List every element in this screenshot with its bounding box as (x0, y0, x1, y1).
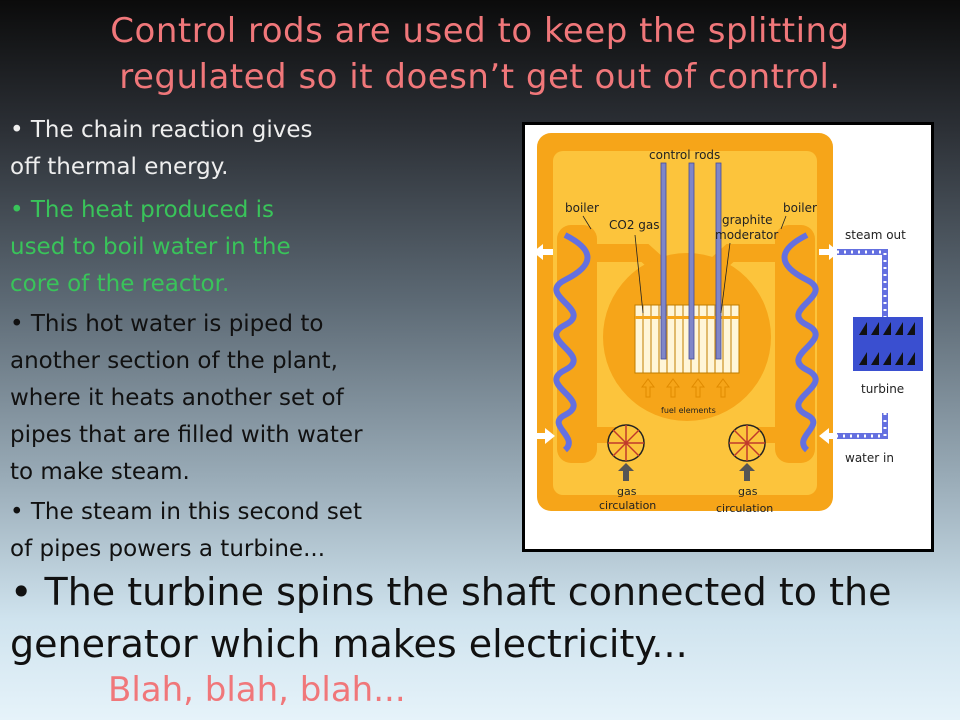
label-control-rods: control rods (649, 148, 720, 162)
boiler-left (557, 225, 597, 463)
fuel-flow-arrows (641, 378, 730, 398)
bullet-heat-produced: • The heat produced is used to boil wate… (10, 192, 291, 303)
steam-pipe (837, 249, 888, 317)
label-gas-right: gas (738, 485, 758, 498)
bullet-line: another section of the plant, (10, 348, 338, 374)
boiler-right (775, 225, 815, 463)
fan-right (728, 424, 766, 462)
label-turbine: turbine (861, 382, 904, 396)
fan-left (607, 424, 645, 462)
label-water-in: water in (845, 451, 894, 465)
label-graphite: graphite (722, 213, 773, 227)
bullet-hot-water: • This hot water is piped to another sec… (10, 306, 363, 491)
bullet-line: • This hot water is piped to (10, 311, 324, 337)
bullet-line: • The chain reaction gives (10, 117, 313, 143)
bullet-line: where it heats another set of (10, 385, 344, 411)
bullet-line: to make steam. (10, 459, 190, 485)
label-steam-out: steam out (845, 228, 906, 242)
water-pipe (837, 413, 888, 439)
label-fuel-elements: fuel elements (661, 406, 716, 415)
bullet-line: pipes that are filled with water (10, 422, 363, 448)
label-co2-gas: CO2 gas (609, 218, 660, 232)
reactor-diagram-svg: control rods boiler CO2 gas graphite mod… (533, 133, 923, 515)
boiler-arrows (533, 244, 839, 444)
turbine-bullet-line-2: generator which makes electricity... (10, 622, 688, 666)
title-line-2: regulated so it doesn’t get out of contr… (119, 57, 841, 97)
slide-title: Control rods are used to keep the splitt… (0, 8, 960, 100)
turbine-icon (853, 317, 923, 371)
bullet-line: of pipes powers a turbine... (10, 536, 326, 562)
boiler-coil-left (553, 232, 591, 453)
fuel-element-grid (634, 304, 740, 374)
boiler-coil-right (781, 232, 819, 453)
bullet-line: used to boil water in the (10, 234, 291, 260)
closing-text: Blah, blah, blah... (108, 670, 406, 710)
title-line-1: Control rods are used to keep the splitt… (110, 11, 850, 51)
bullet-chain-reaction: • The chain reaction gives off thermal e… (10, 112, 313, 186)
label-circulation-right: circulation (716, 502, 773, 515)
label-moderator: moderator (715, 228, 778, 242)
bullet-line: • The steam in this second set (10, 499, 362, 525)
label-gas-left: gas (617, 485, 637, 498)
bullet-line: off thermal energy. (10, 154, 229, 180)
bullet-line: • The heat produced is (10, 197, 274, 223)
bullet-line: core of the reactor. (10, 271, 230, 297)
turbine-bullet-line-1: • The turbine spins the shaft connected … (10, 570, 892, 614)
label-pointers (582, 215, 787, 314)
label-boiler-right: boiler (783, 201, 817, 215)
gas-arrows (618, 463, 755, 481)
turbine-bullet: • The turbine spins the shaft connected … (10, 566, 955, 670)
label-boiler-left: boiler (565, 201, 599, 215)
bullet-steam-turbine: • The steam in this second set of pipes … (10, 494, 362, 568)
reactor-diagram: control rods boiler CO2 gas graphite mod… (522, 122, 934, 552)
control-rods (660, 162, 722, 360)
label-circulation-left: circulation (599, 499, 656, 512)
